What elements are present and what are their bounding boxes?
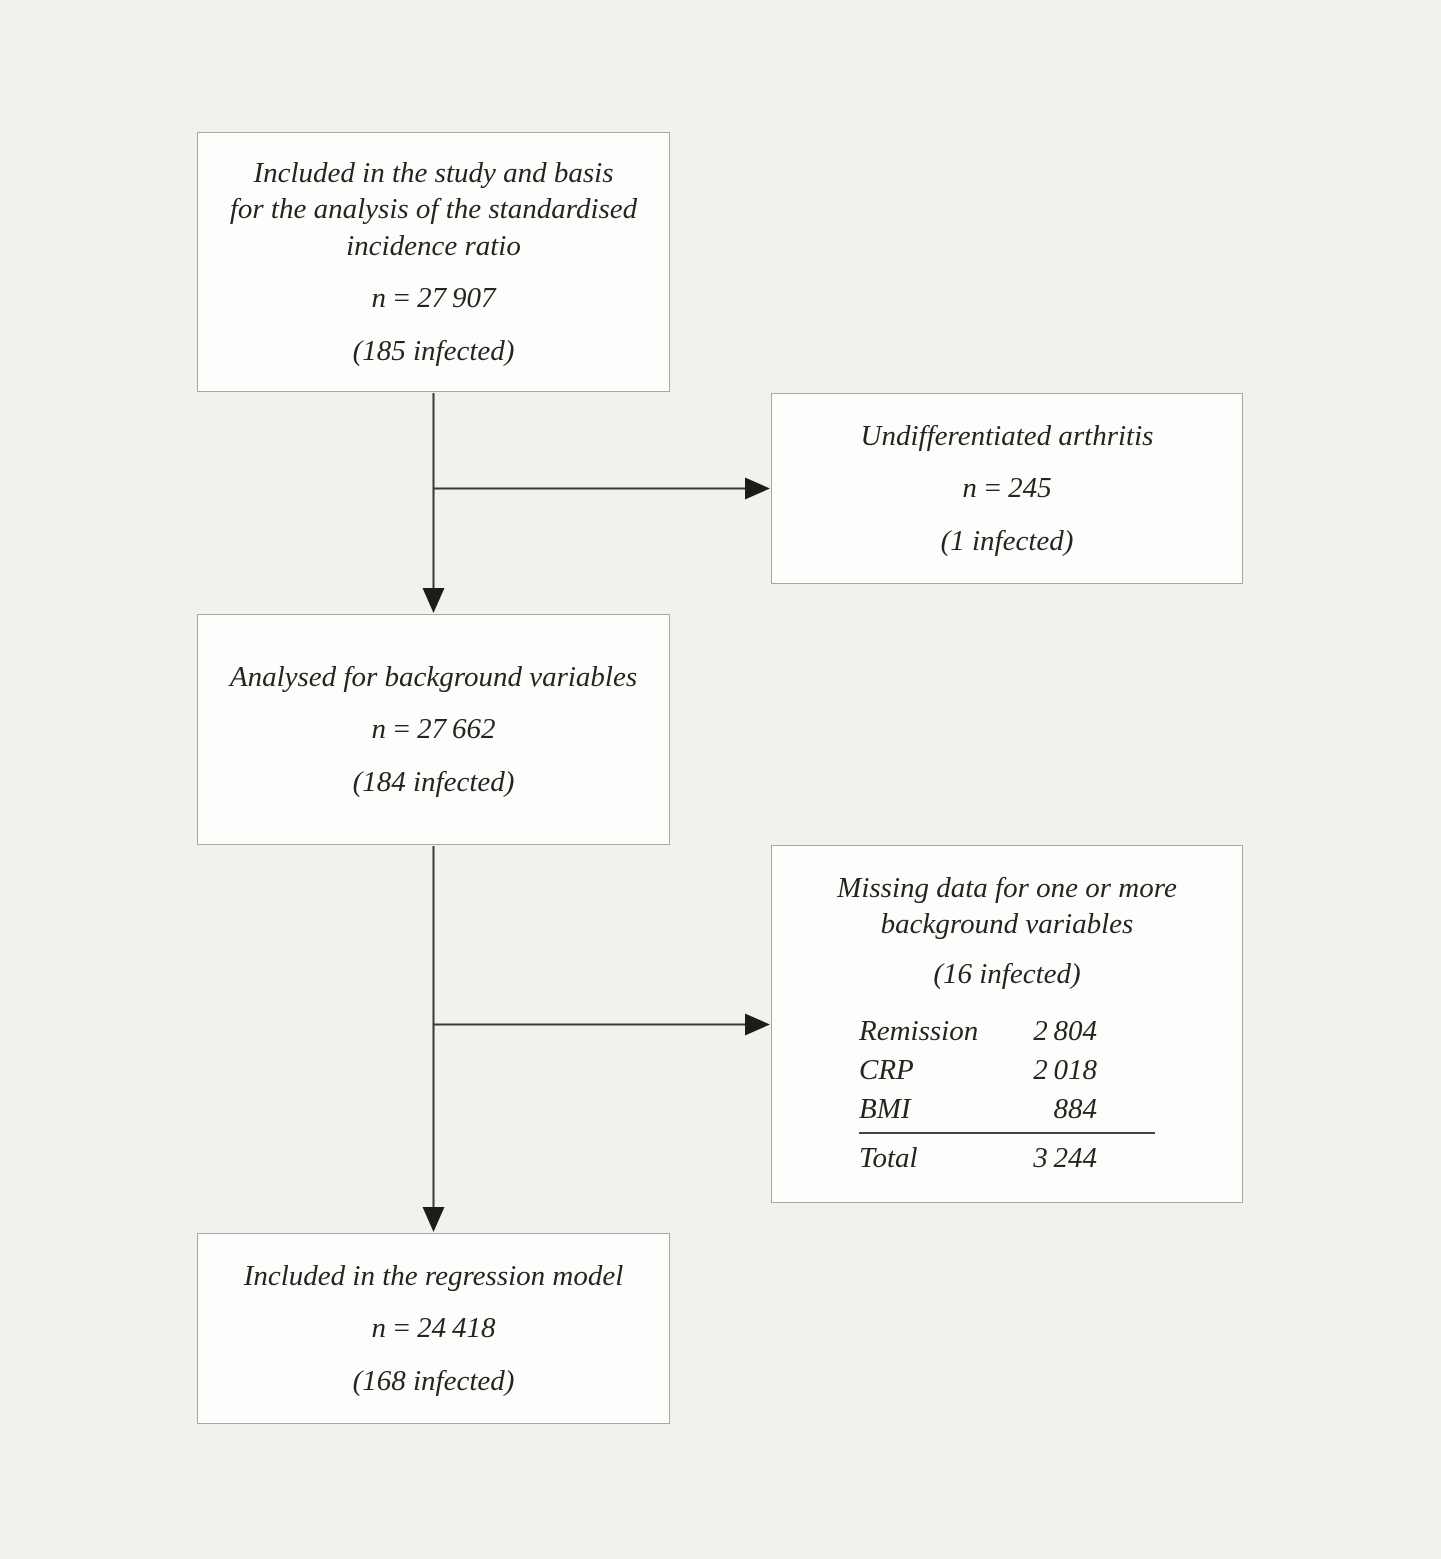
arrow-analysed-to-regression <box>422 846 445 1232</box>
box-undifferentiated-infected: (1 infected) <box>940 524 1074 557</box>
table-row-bmi: BMI 884 <box>859 1090 1155 1129</box>
title-line: Missing data for one or more <box>837 871 1177 904</box>
table-row-remission: Remission 2 804 <box>859 1012 1155 1051</box>
box-undifferentiated-arthritis: Undifferentiated arthritis n = 245 (1 in… <box>771 393 1243 584</box>
box-included-study-title: Included in the study and basis for the … <box>212 155 655 265</box>
table-row-crp: CRP 2 018 <box>859 1051 1155 1090</box>
box-missing-infected: (16 infected) <box>933 957 1081 990</box>
box-analysed-n: n = 27 662 <box>371 713 496 746</box>
box-regression-model: Included in the regression model n = 24 … <box>197 1233 670 1424</box>
title-line: background variables <box>880 908 1134 941</box>
arrow-branch-to-missing <box>433 1013 770 1036</box>
box-undifferentiated-title: Undifferentiated arthritis <box>860 419 1154 452</box>
arrow-branch-to-undifferentiated <box>433 477 770 500</box>
box-analysed-infected: (184 infected) <box>352 765 515 798</box>
box-regression-infected: (168 infected) <box>352 1364 515 1397</box>
box-regression-title: Included in the regression model <box>243 1259 624 1292</box>
row-label: BMI <box>859 1093 911 1126</box>
box-included-study-infected: (185 infected) <box>352 334 515 367</box>
title-line: Included in the study and basis <box>253 156 614 189</box>
box-missing-title: Missing data for one or more background … <box>819 870 1195 943</box>
box-included-study: Included in the study and basis for the … <box>197 132 670 392</box>
missing-data-table: Remission 2 804 CRP 2 018 BMI 884 Total … <box>859 1012 1155 1178</box>
table-row-total: Total 3 244 <box>859 1132 1155 1178</box>
row-value: 884 <box>1053 1093 1098 1126</box>
box-missing-data: Missing data for one or more background … <box>771 845 1243 1203</box>
row-value: 2 018 <box>1033 1054 1097 1087</box>
row-value: 3 244 <box>1033 1142 1097 1175</box>
box-regression-n: n = 24 418 <box>371 1312 496 1345</box>
box-included-study-n: n = 27 907 <box>371 282 496 315</box>
row-label: Total <box>859 1142 918 1175</box>
row-label: Remission <box>859 1015 979 1048</box>
arrow-included-to-analysed <box>422 393 445 613</box>
row-label: CRP <box>859 1054 914 1087</box>
row-value: 2 804 <box>1033 1015 1097 1048</box>
title-line: for the analysis of the standardised <box>229 193 638 226</box>
title-line: incidence ratio <box>346 229 521 262</box>
box-analysed-background-variables: Analysed for background variables n = 27… <box>197 614 670 845</box>
box-analysed-title: Analysed for background variables <box>229 660 638 693</box>
box-undifferentiated-n: n = 245 <box>962 472 1052 505</box>
